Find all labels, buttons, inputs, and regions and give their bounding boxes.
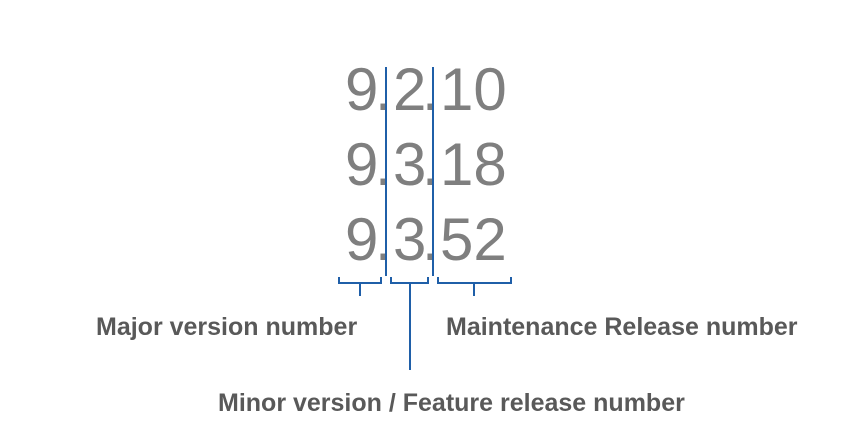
maintenance-digits: 10 — [440, 56, 507, 123]
maintenance-bracket — [437, 277, 512, 296]
version-row: 9 . 3 . 52 — [345, 206, 507, 273]
version-row: 9 . 2 . 10 — [345, 56, 507, 123]
minor-bracket — [390, 277, 429, 370]
maintenance-digits: 52 — [440, 206, 507, 273]
separator-dot: . — [375, 206, 392, 273]
separator-dot: . — [375, 56, 392, 123]
separator-dot: . — [422, 56, 439, 123]
major-version-label: Major version number — [96, 313, 357, 341]
maintenance-digits: 18 — [440, 131, 507, 198]
maintenance-release-label: Maintenance Release number — [446, 313, 798, 341]
separator-dot: . — [422, 206, 439, 273]
major-digit: 9 — [345, 56, 378, 123]
separator-dot: . — [422, 131, 439, 198]
version-row: 9 . 3 . 18 — [345, 131, 507, 198]
separator-dot: . — [375, 131, 392, 198]
major-bracket — [338, 277, 382, 296]
minor-digit: 2 — [393, 56, 426, 123]
minor-version-label: Minor version / Feature release number — [218, 389, 685, 417]
minor-digit: 3 — [393, 206, 426, 273]
major-digit: 9 — [345, 206, 378, 273]
minor-digit: 3 — [393, 131, 426, 198]
major-digit: 9 — [345, 131, 378, 198]
